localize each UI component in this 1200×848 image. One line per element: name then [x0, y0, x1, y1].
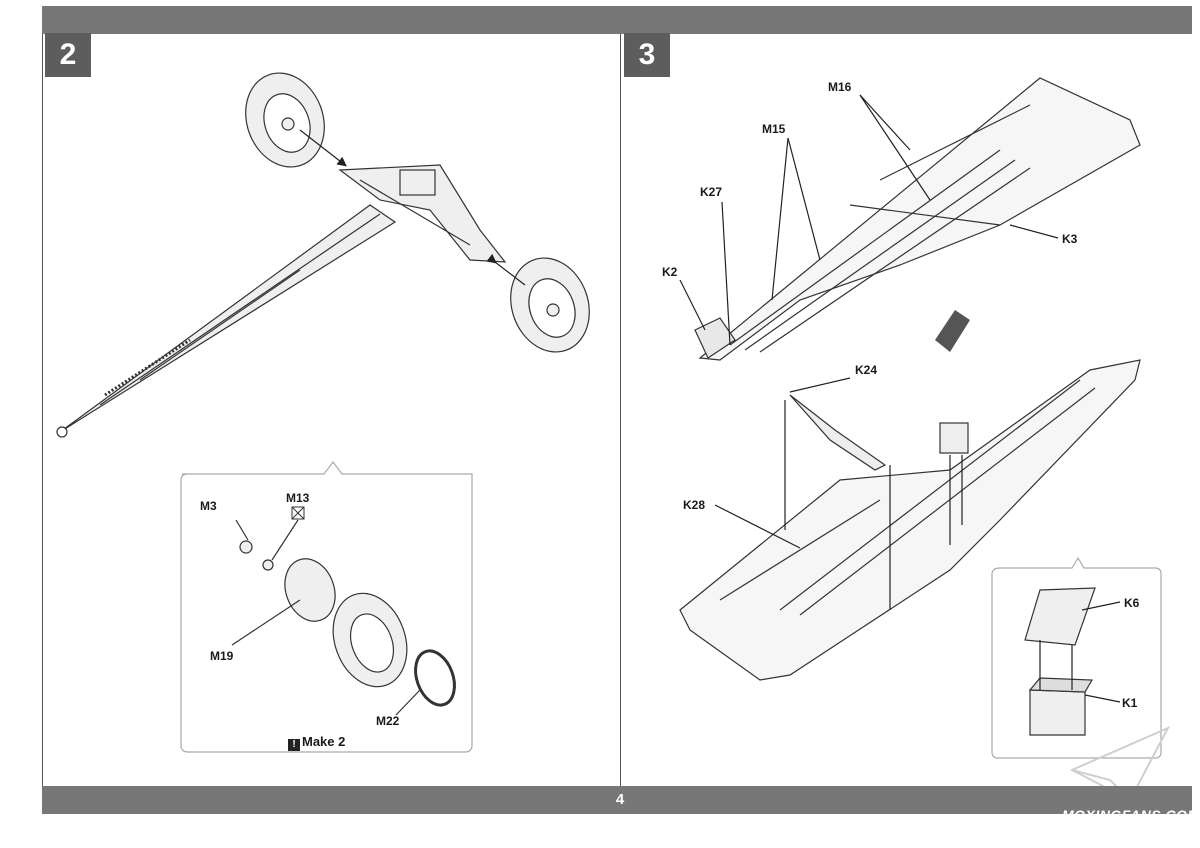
part-label-m19: M19 [210, 649, 234, 663]
bottom-footer-bar [42, 786, 1192, 814]
part-label-k24: K24 [855, 363, 878, 377]
page-number: 4 [615, 791, 625, 808]
step-3-frame-top-drawing [679, 77, 1141, 361]
box-lid-drawing [1024, 587, 1121, 736]
part-label-m13: M13 [286, 491, 310, 505]
part-label-m22: M22 [376, 714, 400, 728]
wheel-exploded-drawing [231, 519, 456, 716]
step-direction-arrow-icon [935, 310, 970, 352]
step-3-panel [620, 34, 1193, 786]
part-label-k3: K3 [1062, 232, 1078, 246]
m13-removed-part-icon [291, 506, 305, 520]
lid-detail-callout [991, 556, 1162, 759]
step-2-badge: 2 [45, 33, 91, 77]
exclamation-icon: ! [288, 739, 300, 751]
top-header-bar [42, 6, 1192, 34]
make-quantity-note: !Make 2 [288, 734, 345, 751]
part-label-m15: M15 [762, 122, 786, 136]
part-label-m16: M16 [828, 80, 852, 94]
part-label-k2: K2 [662, 265, 678, 279]
part-label-k28: K28 [683, 498, 706, 512]
site-watermark: MOXINGFANS.COM [1062, 807, 1200, 823]
step-2-panel [42, 34, 619, 786]
part-label-k6: K6 [1124, 596, 1140, 610]
wheel-detail-callout [180, 461, 473, 753]
step-3-badge: 3 [624, 33, 670, 77]
step-3-frame-bottom-drawing [679, 359, 1141, 681]
step-2-axle-drawing [56, 72, 590, 438]
part-label-k1: K1 [1122, 696, 1138, 710]
part-label-m3: M3 [200, 499, 217, 513]
part-label-k27: K27 [700, 185, 723, 199]
